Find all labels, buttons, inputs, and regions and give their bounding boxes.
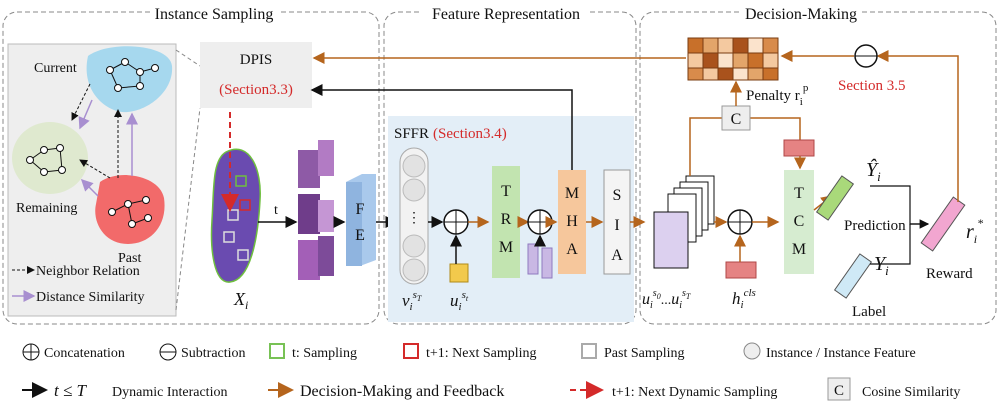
svg-text:Yi: Yi: [874, 253, 889, 278]
svg-text:uis0...uisT: uis0...uisT: [642, 288, 691, 311]
legend-dynamic-expr: t ≤ T: [54, 381, 88, 400]
legend-dynamic-interaction: Dynamic Interaction: [112, 385, 227, 400]
feature-representation-panel: Feature Representation: [383, 4, 637, 325]
r-star-symbol: r: [966, 221, 974, 243]
label-label: Label: [852, 304, 886, 320]
legend-next-dynamic: t+1: Next Dynamic Sampling: [612, 385, 777, 400]
svg-text:TRM: TRM: [499, 183, 513, 256]
penalty-label: Penalty r: [746, 88, 800, 104]
svg-text:SIA: SIA: [611, 187, 623, 264]
reward-vector: [920, 196, 966, 252]
past-graph-icon: [108, 196, 152, 228]
cosine-node: [721, 105, 751, 131]
prediction-vector: [815, 175, 855, 221]
distance-similarity-label: Distance Similarity: [36, 290, 144, 305]
svg-text:Xi: Xi: [233, 289, 248, 312]
legend-sampling: t: Sampling: [292, 346, 357, 361]
current-region: [86, 46, 173, 113]
svg-text:hicls: hicls: [732, 287, 756, 311]
neighbor-relation-label: Neighbor Relation: [36, 264, 140, 279]
svg-text:MHA: MHA: [565, 185, 579, 258]
u-symbol: u: [450, 291, 459, 310]
svg-text:SFFR(Section3.4): SFFR(Section3.4): [394, 126, 507, 142]
h-cls-token: [725, 261, 757, 279]
svg-text:uist: uist: [450, 289, 469, 313]
dpis-title: DPIS: [240, 52, 273, 68]
instance-sampling-title: Instance Sampling: [155, 6, 274, 23]
feature-representation-title: Feature Representation: [432, 6, 580, 23]
cosine-symbol: C: [731, 111, 742, 128]
tcm-token: [783, 139, 815, 157]
u-cube: [449, 263, 469, 283]
svg-text:TCM: TCM: [792, 185, 806, 258]
penalty-grid: [687, 37, 779, 81]
legend-concatenation: Concatenation: [44, 346, 125, 361]
legend-instance: Instance / Instance Feature: [766, 346, 916, 361]
wsi-slide: Xi: [210, 112, 261, 312]
legend-cosine: Cosine Similarity: [862, 385, 960, 400]
label-vector: [833, 253, 873, 299]
legend-subtraction: Subtraction: [181, 346, 246, 361]
past-label: Past: [118, 251, 141, 266]
current-graph-icon: [106, 58, 159, 92]
sffr-title: SFFR: [394, 126, 429, 142]
v-symbol: v: [402, 291, 410, 310]
legend-cos-symbol: C: [834, 383, 844, 399]
prediction-label: Prediction: [844, 218, 906, 234]
remaining-label: Remaining: [16, 201, 77, 216]
legend-past-sampling: Past Sampling: [604, 346, 685, 361]
remaining-region: [12, 122, 88, 194]
dpis-section: (Section3.3): [219, 82, 293, 98]
legend: Concatenation Subtraction t: Sampling t+…: [22, 342, 960, 401]
remaining-graph-icon: [26, 144, 66, 176]
past-region: [95, 175, 165, 244]
svg-text:ri*: ri*: [966, 216, 983, 246]
sampling-graph: Current Remaining Past Neighbor Relation…: [7, 43, 201, 317]
aux-feature-2: [541, 247, 553, 279]
wsi-label: X: [233, 289, 246, 309]
u-sequence-stack: [653, 175, 715, 269]
sffr-section: (Section3.4): [433, 126, 507, 142]
legend-next-sampling: t+1: Next Sampling: [426, 346, 537, 361]
svg-text:⋮: ⋮: [407, 211, 421, 226]
section-3-5: Section 3.5: [838, 78, 906, 94]
reward-label: Reward: [926, 266, 973, 282]
decision-making-title: Decision-Making: [745, 6, 857, 23]
instance-feature-column: ⋮: [399, 147, 429, 285]
patch-stack: [298, 140, 334, 280]
current-label: Current: [34, 61, 77, 76]
aux-feature-1: [527, 243, 539, 275]
svg-text:Ŷi: Ŷi: [866, 158, 881, 184]
dpis-box: DPIS (Section3.3): [200, 42, 312, 108]
instance-sampling-panel: Instance Sampling: [2, 4, 380, 325]
svg-text:Penalty rip: Penalty rip: [746, 82, 809, 108]
h-symbol: h: [732, 289, 741, 308]
yhat-symbol: Ŷ: [866, 158, 879, 181]
wsi-label-sub: i: [245, 298, 248, 312]
decision-making-panel: Decision-Making: [639, 4, 997, 325]
step-t: t: [274, 203, 278, 218]
legend-feedback: Decision-Making and Feedback: [300, 383, 504, 400]
svg-text:visT: visT: [402, 289, 422, 313]
